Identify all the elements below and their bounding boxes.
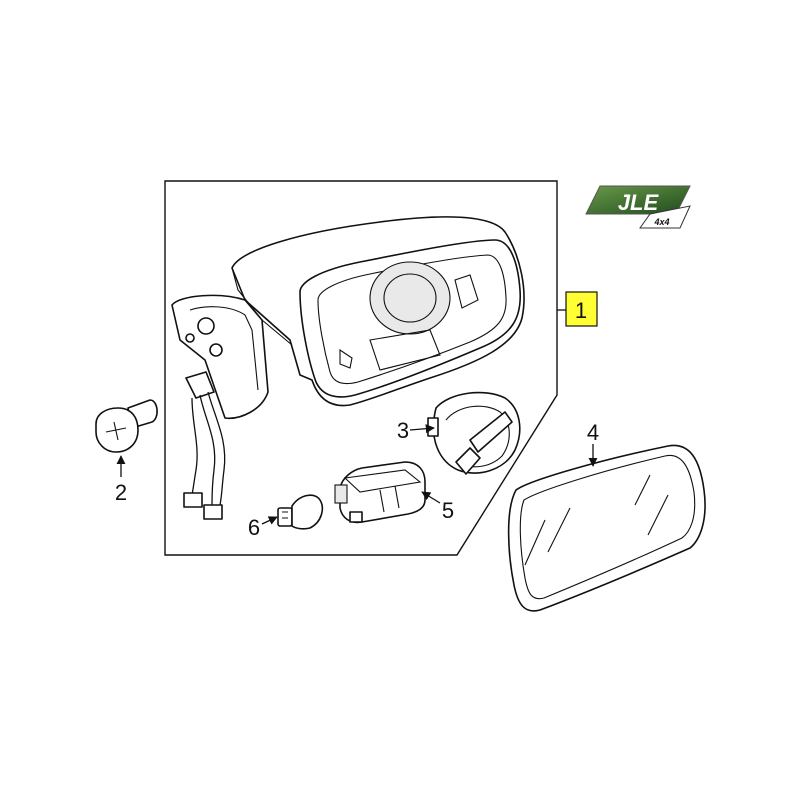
- callout-3-arrow: [409, 424, 435, 434]
- callout-5-arrow: [421, 491, 441, 504]
- jle-logo: JLE 4x4: [585, 185, 691, 229]
- logo-subtext: 4x4: [653, 217, 669, 227]
- callout-3: 3: [397, 418, 409, 443]
- callout-6-arrow: [261, 516, 278, 525]
- callout-1-highlight: [565, 291, 598, 327]
- callout-5: 5: [442, 498, 454, 523]
- bulb: [277, 494, 324, 530]
- callout-6: 6: [248, 515, 260, 540]
- signal-housing: [334, 461, 426, 524]
- callout-1: 1: [575, 298, 587, 323]
- assembly-boundary: [164, 180, 558, 556]
- callout-2: 2: [115, 480, 127, 505]
- callout-4: 4: [587, 420, 599, 445]
- logo-text: JLE: [618, 190, 660, 215]
- motor-actuator: [427, 391, 521, 475]
- mirror-glass: [507, 444, 706, 612]
- mirror-housing: [231, 216, 525, 407]
- screw: [95, 399, 158, 453]
- wiring-harness: [183, 391, 226, 520]
- mounting-bracket: [171, 294, 269, 419]
